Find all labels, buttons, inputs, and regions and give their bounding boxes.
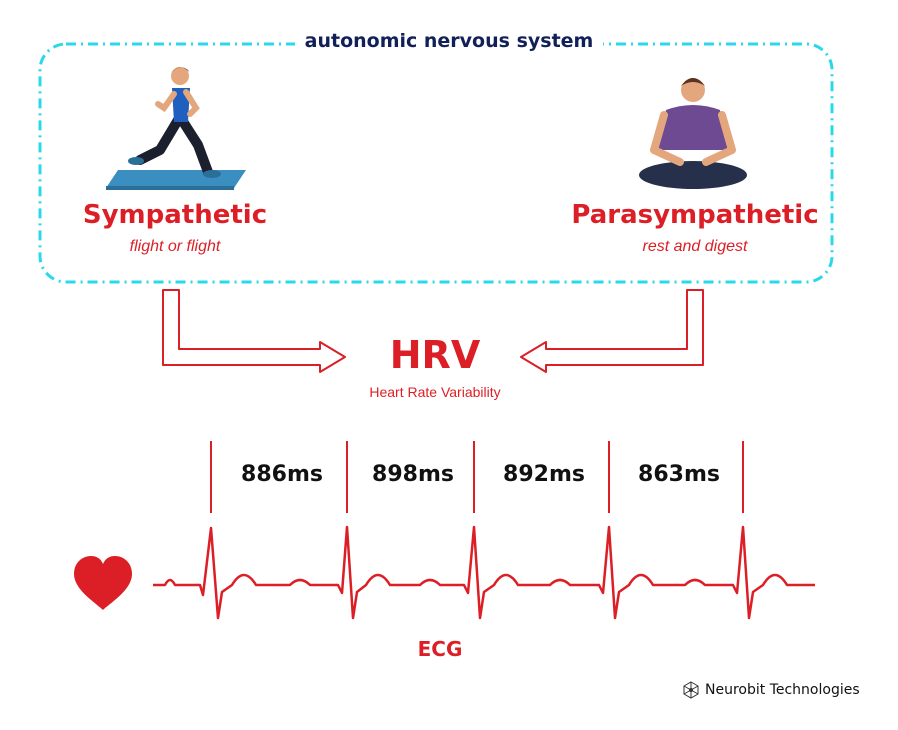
neurobit-logo-icon	[683, 681, 699, 699]
rr-interval-1: 886ms	[241, 462, 323, 487]
parasympathetic-to-hrv-arrow	[520, 289, 704, 373]
parasympathetic-title: Parasympathetic	[571, 200, 819, 230]
runner-icon	[106, 67, 246, 190]
ecg-trace	[153, 525, 815, 620]
sympathetic-to-hrv-arrow	[162, 289, 346, 373]
meditating-person-icon	[639, 78, 747, 189]
rr-interval-4: 863ms	[638, 462, 720, 487]
rr-interval-2: 898ms	[372, 462, 454, 487]
heart-icon	[74, 556, 132, 610]
rr-interval-markers	[210, 441, 744, 513]
brand: Neurobit Technologies	[682, 681, 860, 699]
parasympathetic-subtitle: rest and digest	[642, 238, 748, 255]
brand-name: Neurobit Technologies	[705, 682, 860, 698]
ecg-label: ECG	[417, 637, 463, 661]
rr-interval-3: 892ms	[503, 462, 585, 487]
ans-title: autonomic nervous system	[0, 30, 898, 52]
hrv-subtitle: Heart Rate Variability	[369, 384, 501, 400]
sympathetic-subtitle: flight or flight	[129, 238, 221, 255]
hrv-title: HRV	[389, 333, 481, 377]
sympathetic-title: Sympathetic	[82, 200, 268, 230]
ans-boundary	[38, 42, 834, 284]
